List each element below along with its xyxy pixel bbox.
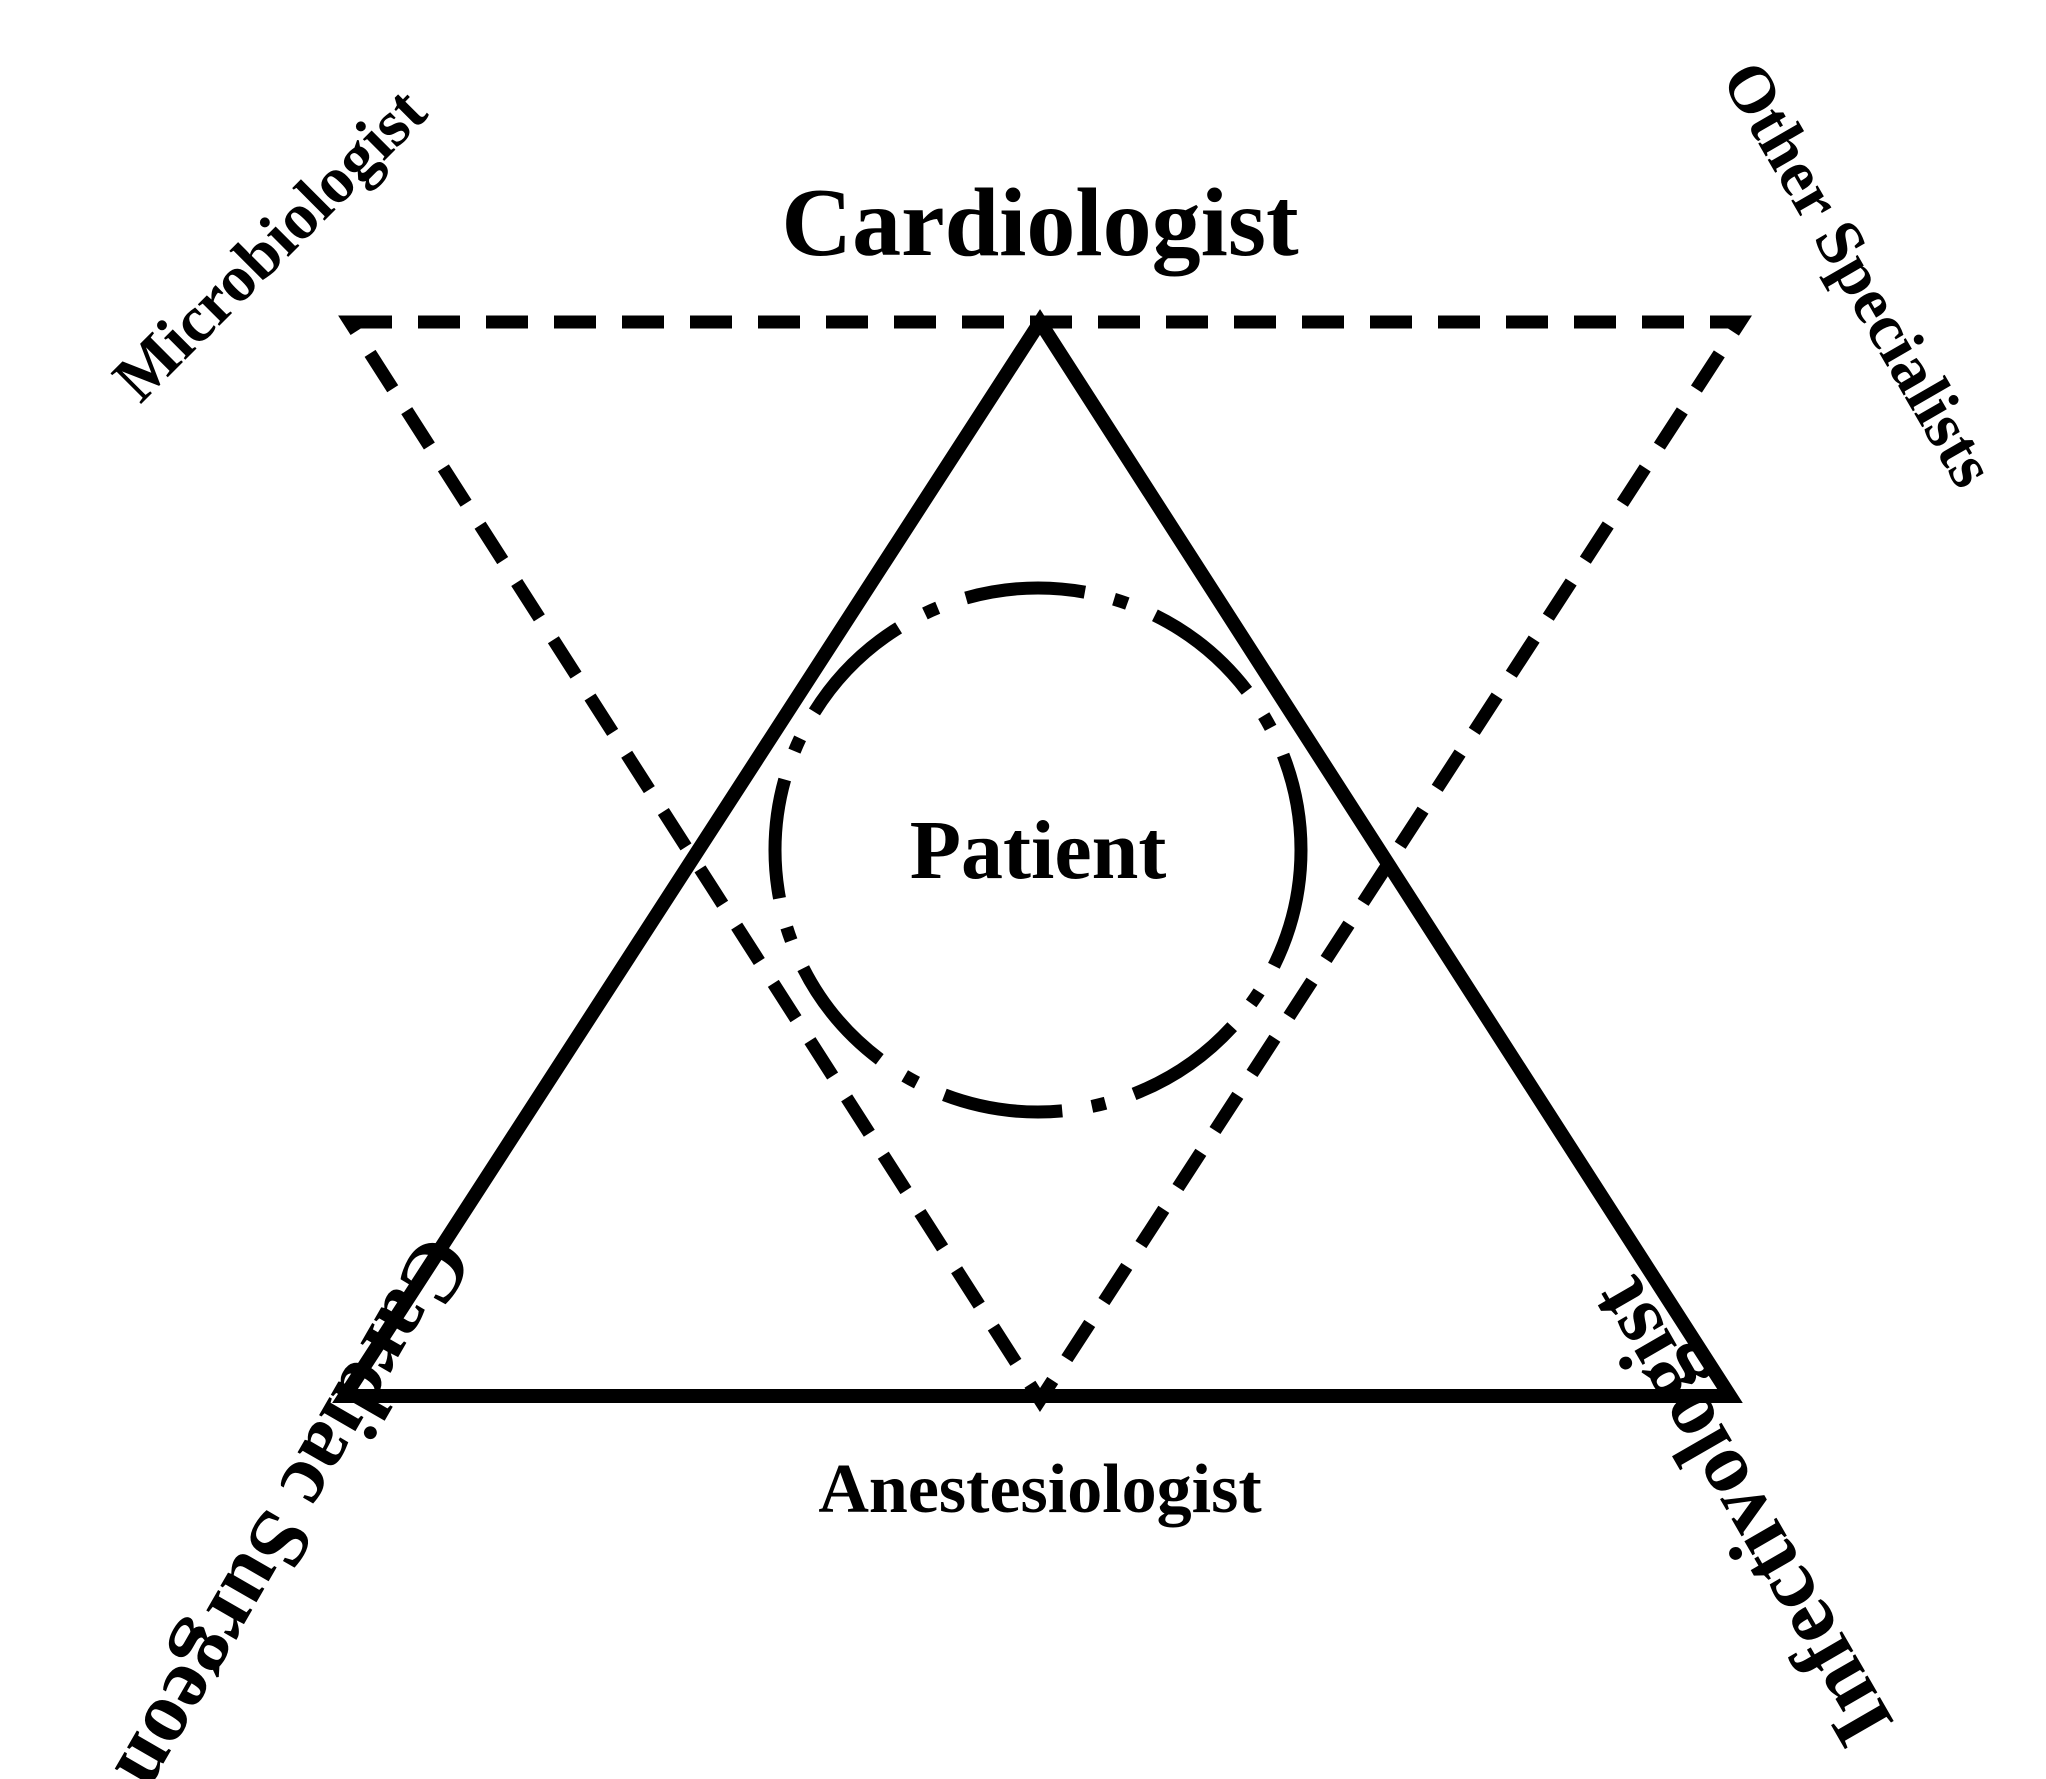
microbiologist-label: Microbiologist [99,74,440,415]
patient-label: Patient [910,804,1167,897]
cardiologist-label: Cardiologist [781,169,1299,277]
patient-circle [768,581,1308,1119]
other-specialists-label: Other Specialists [1708,49,2010,499]
dashed-triangle [338,315,1752,1412]
infectivologist-label: Infectivologist [1568,1263,1912,1762]
cardiac-surgeon-label: Cardiac Surgeon [98,1221,493,1779]
anestesiologist-label: Anestesiologist [818,1451,1261,1528]
